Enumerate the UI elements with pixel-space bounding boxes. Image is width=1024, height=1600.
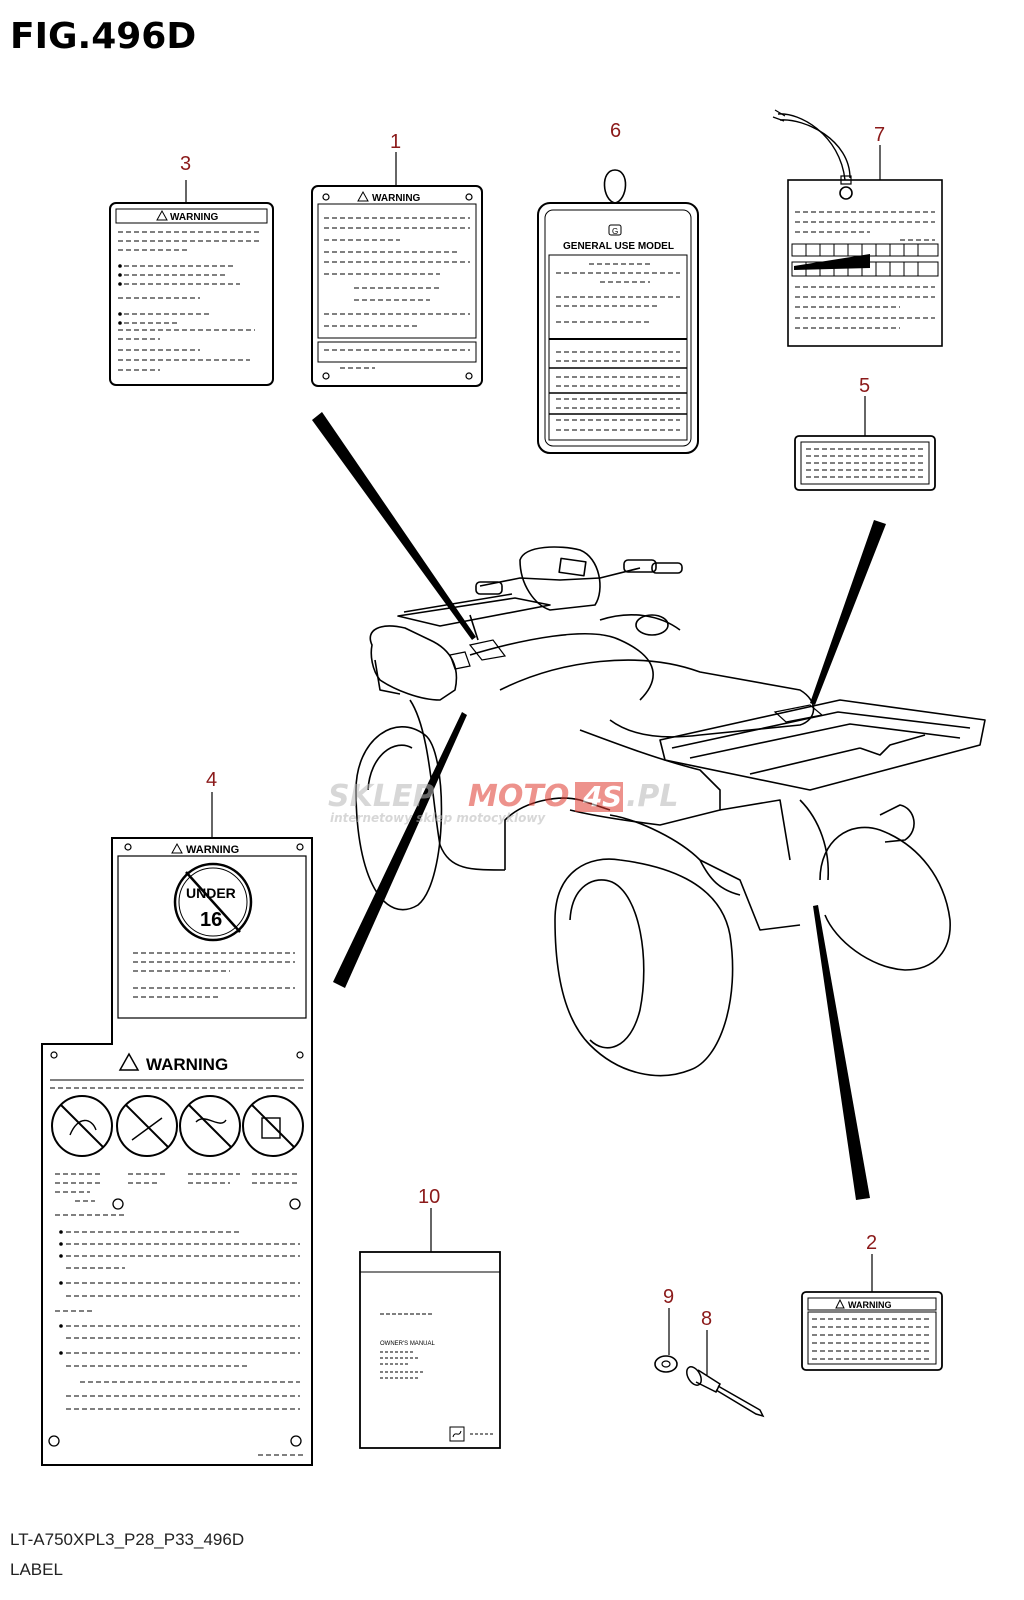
callout-1: 1 (390, 131, 401, 153)
mounting-hole-icon (290, 1435, 302, 1447)
mounting-hole-icon (465, 193, 473, 201)
callout-7: 7 (874, 124, 885, 146)
warning-triangle-icon (357, 190, 369, 202)
watermark-box (575, 782, 623, 812)
callout-8: 8 (701, 1308, 712, 1330)
age-text: 16 (200, 909, 222, 931)
label-3-warning-text: WARNING (170, 212, 219, 223)
tag-symbol-icon (608, 224, 622, 236)
callout-3: 3 (180, 153, 191, 175)
label-3[interactable]: WARNING (109, 202, 274, 386)
watermark-tagline: internetowy sklep motocyklowy (330, 811, 546, 825)
pictogram-icon (51, 1095, 304, 1157)
watermark-brand-a: SKLEP (328, 779, 434, 814)
label-5[interactable] (794, 435, 936, 491)
owners-manual[interactable]: OWNER'S MANUAL (359, 1251, 501, 1449)
footer-section-name: LABEL (10, 1560, 63, 1579)
mounting-hole-icon (322, 193, 330, 201)
figure-title: FIG.496D (10, 16, 197, 57)
label-2[interactable]: WARNING (801, 1291, 943, 1371)
mounting-hole-icon (124, 843, 132, 851)
watermark: SKLEP MOTO 4 S .PL internetowy sklep mot… (328, 779, 679, 825)
warning-triangle-icon (835, 1298, 845, 1309)
watermark-brand-c: 4 (582, 780, 602, 813)
atv-illustration (355, 546, 986, 1077)
pointer-wedges (312, 412, 886, 1200)
mounting-hole-icon (296, 1051, 304, 1059)
mounting-hole-icon (322, 372, 330, 380)
mounting-hole-icon (296, 843, 304, 851)
under-text: UNDER (186, 885, 236, 901)
warning-triangle-icon (118, 1052, 140, 1071)
label-6-model-text: GENERAL USE MODEL (563, 241, 674, 252)
warning-triangle-icon (171, 842, 183, 854)
callout-9: 9 (663, 1286, 674, 1308)
label-4-top-warning-text: WARNING (186, 844, 239, 856)
owners-manual-text: OWNER'S MANUAL (380, 1341, 435, 1347)
label-7-tag[interactable] (772, 109, 943, 347)
mounting-hole-icon (112, 1198, 124, 1210)
watermark-brand-b: MOTO (468, 779, 569, 814)
label-1-warning-text: WARNING (372, 193, 421, 204)
under-16-icon: UNDER 16 (173, 862, 253, 942)
label-6-tag[interactable]: G GENERAL USE MODEL (537, 169, 699, 454)
label-1[interactable]: WARNING (311, 185, 483, 387)
mounting-hole-icon (50, 1051, 58, 1059)
tag-symbol-text: G (612, 227, 618, 236)
label-4-main-warning-text: WARNING (146, 1055, 228, 1074)
label-2-warning-text: WARNING (848, 1300, 892, 1310)
watermark-brand-e: .PL (626, 779, 679, 814)
callout-5: 5 (859, 375, 870, 397)
watermark-brand-d: S (602, 780, 622, 813)
mounting-hole-icon (48, 1435, 60, 1447)
brand-logo-icon (449, 1426, 465, 1442)
label-4[interactable]: WARNING UNDER 16 WARNING (41, 837, 313, 1466)
rivet-8[interactable] (684, 1364, 765, 1418)
mounting-hole-icon (465, 372, 473, 380)
seat-label-marker (449, 639, 824, 723)
footer-code: LT-A750XPL3_P28_P33_496D (10, 1530, 245, 1549)
washer-9[interactable] (654, 1355, 678, 1373)
warning-triangle-icon (156, 209, 168, 221)
callout-2: 2 (866, 1232, 877, 1254)
callout-4: 4 (206, 769, 217, 791)
callout-6: 6 (610, 120, 621, 142)
callout-10: 10 (418, 1186, 440, 1208)
mounting-hole-icon (289, 1198, 301, 1210)
